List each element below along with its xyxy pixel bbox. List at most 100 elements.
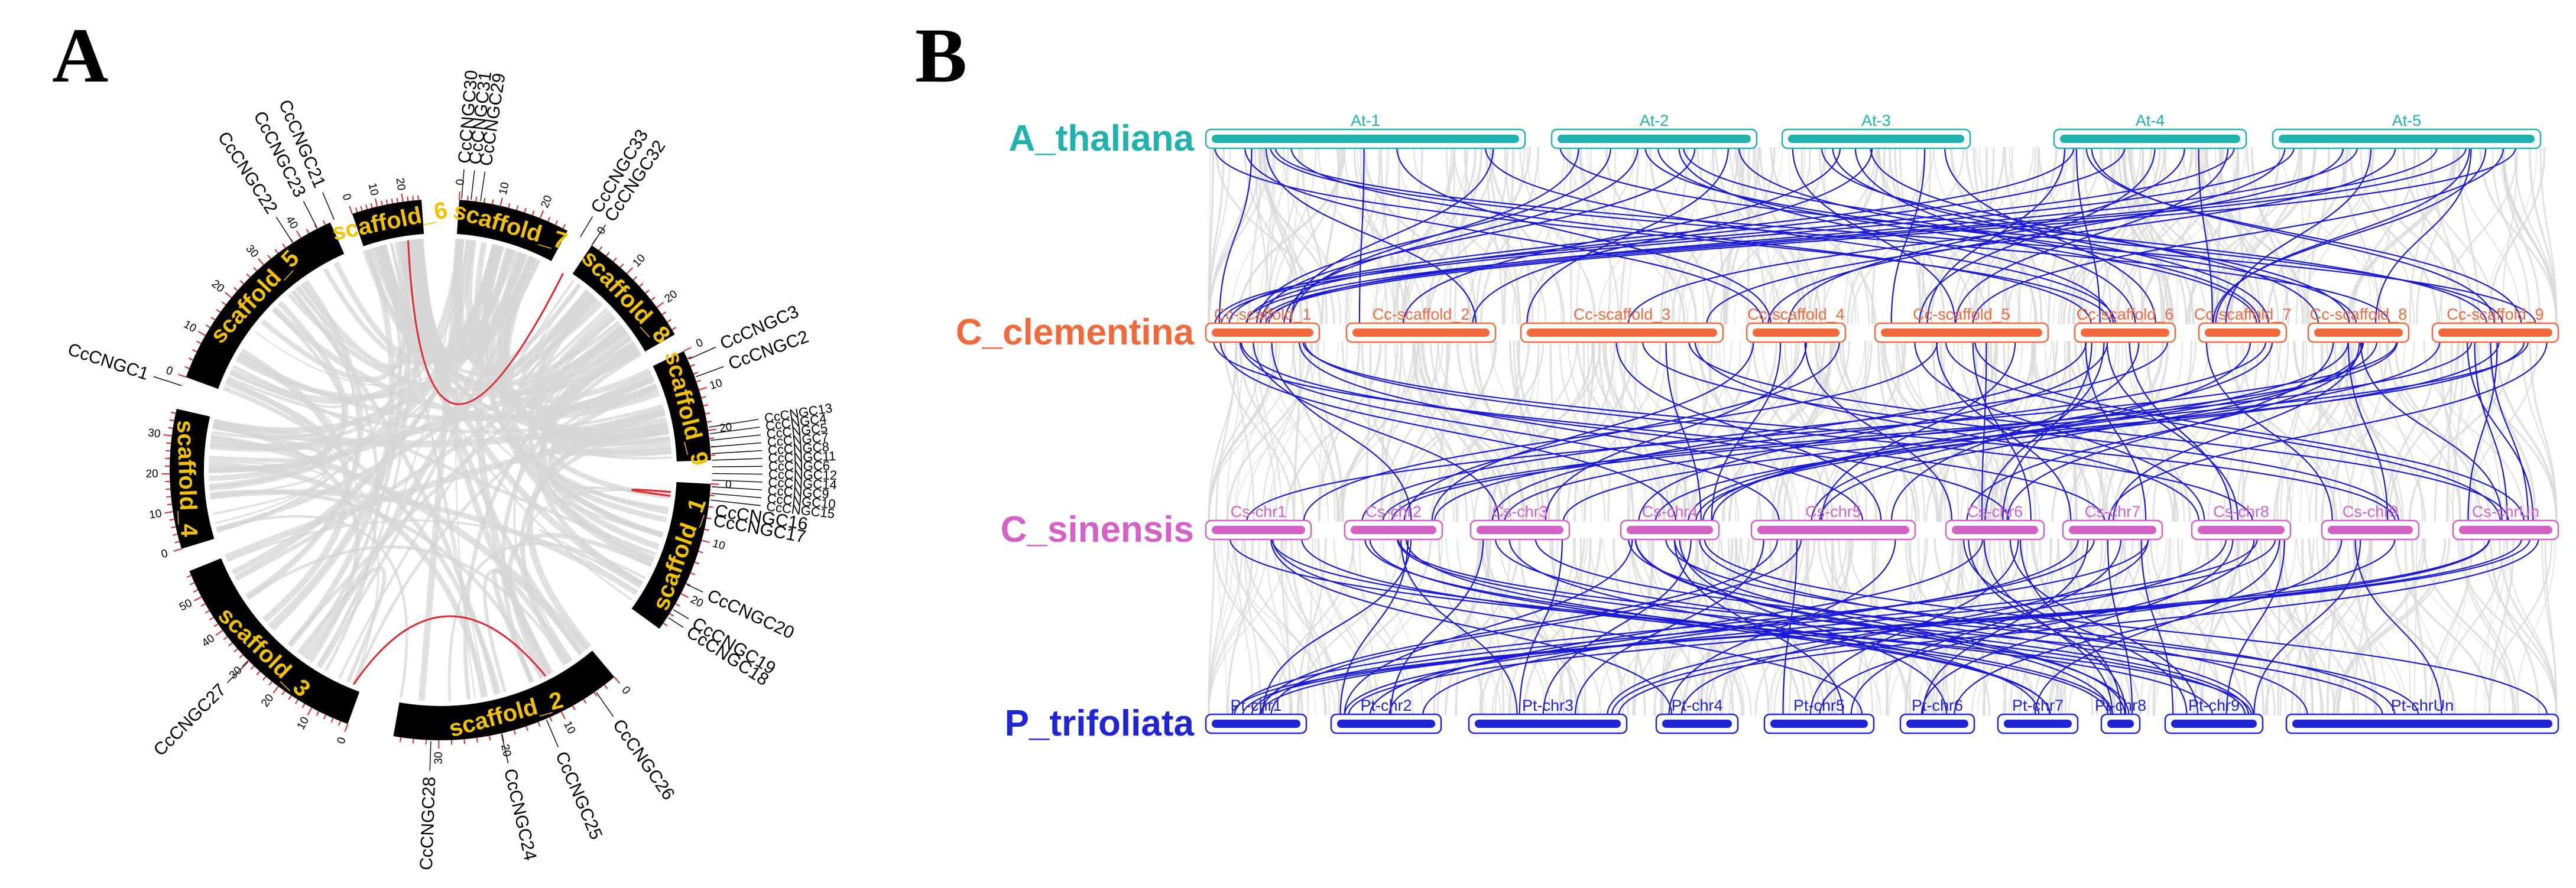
background-synteny-link (2311, 340, 2354, 522)
background-synteny-link (1403, 147, 1423, 325)
background-synteny-link (1208, 340, 1238, 522)
background-link (210, 489, 638, 596)
background-synteny-link (1449, 147, 1455, 325)
background-synteny-link (2411, 538, 2428, 716)
background-synteny-link (1878, 147, 1987, 325)
scaffold-tick (675, 603, 680, 607)
background-synteny-link (2260, 538, 2335, 716)
background-synteny-link (1380, 147, 1396, 325)
chromosome-bar (1753, 328, 1839, 337)
scaffold-tick (178, 373, 186, 378)
ortholog-link (1265, 147, 2517, 325)
chromosome-pt-chr8: Pt-chr8 (2095, 697, 2146, 734)
background-synteny-link (2488, 538, 2515, 716)
scaffold-label-2: scaffold_2 (446, 687, 566, 743)
scaffold-ideogram (456, 200, 568, 261)
ortholog-link (1615, 340, 1882, 522)
chromosome-cs-chr1: Cs-chr1 (1205, 503, 1312, 541)
background-synteny-link (1453, 147, 1547, 325)
background-synteny-link (1630, 340, 1673, 522)
ortholog-link (1657, 147, 2257, 325)
duplication-link (631, 489, 671, 497)
background-synteny-link (1886, 538, 1926, 716)
gene-leader (686, 584, 703, 593)
scaffold-tick (667, 318, 672, 323)
background-synteny-link (2316, 538, 2359, 716)
scaffold-tick (316, 711, 320, 716)
scaffold-tick-label: 40 (200, 632, 217, 649)
background-synteny-link (1881, 340, 1939, 522)
scaffold-tick (215, 630, 223, 636)
ortholog-link (1251, 538, 2259, 716)
background-link (246, 545, 568, 665)
background-synteny-link (2438, 147, 2518, 325)
background-synteny-link (1380, 340, 1403, 522)
ortholog-link (1390, 538, 1484, 716)
ortholog-link (1545, 340, 1808, 522)
ortholog-link (1712, 340, 2273, 522)
chromosome-label: Cs-chr1 (1231, 503, 1287, 521)
background-synteny-link (2277, 538, 2314, 716)
background-link (501, 352, 642, 684)
gene-leader (696, 366, 724, 378)
background-synteny-link (2434, 340, 2478, 522)
ortholog-link (1431, 340, 1754, 522)
gene-leader (688, 346, 716, 360)
chromosome-cc-scaffold-6: Cc-scaffold_6 (2074, 305, 2176, 343)
scaffold-tick-label: 10 (366, 182, 381, 197)
scaffold-tick (314, 224, 318, 229)
background-synteny-link (2205, 147, 2279, 325)
gene-label: CcCNGC11 (768, 448, 836, 466)
background-synteny-link (2254, 538, 2355, 716)
ortholog-link (2009, 538, 2199, 716)
ortholog-link (1259, 147, 2467, 325)
background-synteny-link (1270, 340, 1329, 522)
background-synteny-link (2009, 147, 2080, 325)
ortholog-link (1239, 340, 1780, 522)
background-synteny-link (1235, 340, 1271, 522)
ortholog-link (1966, 340, 2363, 522)
background-synteny-link (1488, 340, 1520, 522)
background-synteny-link (1208, 538, 1268, 716)
chromosome-label: Pt-chr4 (1671, 697, 1722, 714)
scaffold-tick (267, 255, 271, 259)
background-synteny-link (1374, 538, 1421, 716)
background-synteny-link (2115, 147, 2167, 325)
ortholog-link (1304, 340, 2253, 522)
scaffold-tick (683, 347, 692, 352)
scaffold-tick (705, 412, 710, 415)
background-synteny-link (2293, 340, 2383, 522)
scaffold-tick (190, 582, 195, 586)
gene-leader (710, 434, 761, 441)
background-synteny-link (2147, 538, 2230, 716)
panel-a-letter: A (52, 12, 108, 99)
scaffold-tick (524, 207, 527, 213)
scaffold-tick-label: 30 (227, 664, 245, 682)
background-synteny-link (2053, 538, 2144, 716)
background-synteny-link (2408, 340, 2517, 522)
background-synteny-link (2146, 538, 2186, 716)
ortholog-link (2108, 340, 2548, 522)
chromosome-bar (1352, 328, 1490, 337)
ortholog-link (1644, 147, 2357, 325)
scaffold-tick (216, 308, 221, 313)
scaffold-tick (355, 207, 358, 213)
background-synteny-link (1608, 147, 1616, 325)
ortholog-link (1870, 147, 2319, 325)
ortholog-link (1854, 147, 2136, 325)
chromosome-bar (1212, 135, 1519, 143)
background-synteny-link (2149, 538, 2244, 716)
background-synteny-link (1412, 340, 1458, 522)
background-synteny-link (2541, 538, 2558, 716)
scaffold-tick (193, 589, 199, 593)
background-synteny-link (2152, 538, 2171, 716)
background-synteny-link (1783, 340, 1834, 522)
background-synteny-link (1234, 340, 1339, 522)
background-synteny-link (2483, 538, 2558, 716)
background-synteny-link (1598, 538, 1686, 716)
scaffold-tick (501, 733, 505, 741)
scaffold-tick-label: 20 (498, 743, 513, 758)
background-link (208, 379, 332, 473)
duplication-link (352, 615, 547, 685)
scaffold-tick (626, 267, 633, 274)
